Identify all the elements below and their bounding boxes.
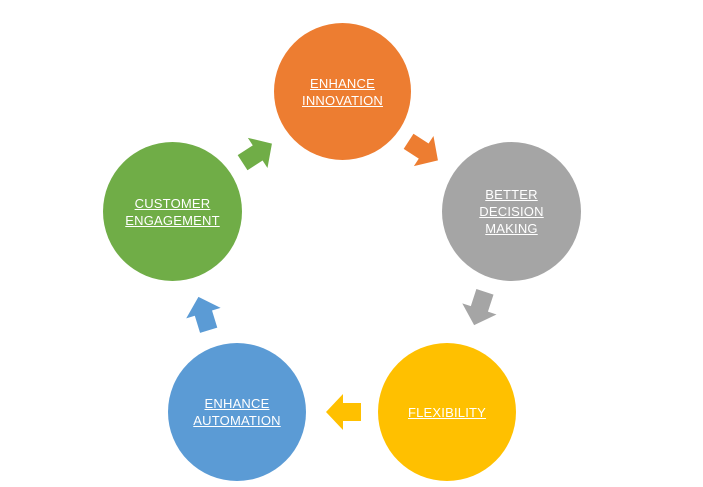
node-enhance-innovation[interactable]: ENHANCE INNOVATION (274, 23, 411, 160)
arrow-decision-to-flexibility (462, 289, 497, 326)
right-arrow-icon (452, 279, 507, 334)
node-label-better-decision-making[interactable]: BETTER DECISION MAKING (479, 187, 544, 236)
right-arrow-icon (226, 124, 287, 185)
node-label-customer-engagement[interactable]: CUSTOMER ENGAGEMENT (125, 195, 220, 228)
right-arrow-icon (177, 288, 232, 343)
right-arrow-icon (323, 390, 367, 434)
node-flexibility[interactable]: FLEXIBILITY (378, 343, 516, 481)
arrow-automation-to-engagement (186, 296, 221, 333)
node-label-enhance-innovation[interactable]: ENHANCE INNOVATION (302, 75, 383, 108)
arrow-flexibility-to-automation (326, 394, 361, 430)
node-label-flexibility[interactable]: FLEXIBILITY (407, 404, 487, 420)
right-arrow-icon (392, 120, 453, 181)
node-label-enhance-automation[interactable]: ENHANCE AUTOMATION (193, 396, 281, 428)
arrow-engagement-to-innovation (237, 137, 272, 171)
arrow-innovation-to-decision (403, 133, 438, 167)
node-enhance-automation[interactable]: ENHANCE AUTOMATION (168, 343, 306, 481)
node-customer-engagement[interactable]: CUSTOMER ENGAGEMENT (103, 142, 242, 281)
node-better-decision-making[interactable]: BETTER DECISION MAKING (442, 142, 581, 281)
